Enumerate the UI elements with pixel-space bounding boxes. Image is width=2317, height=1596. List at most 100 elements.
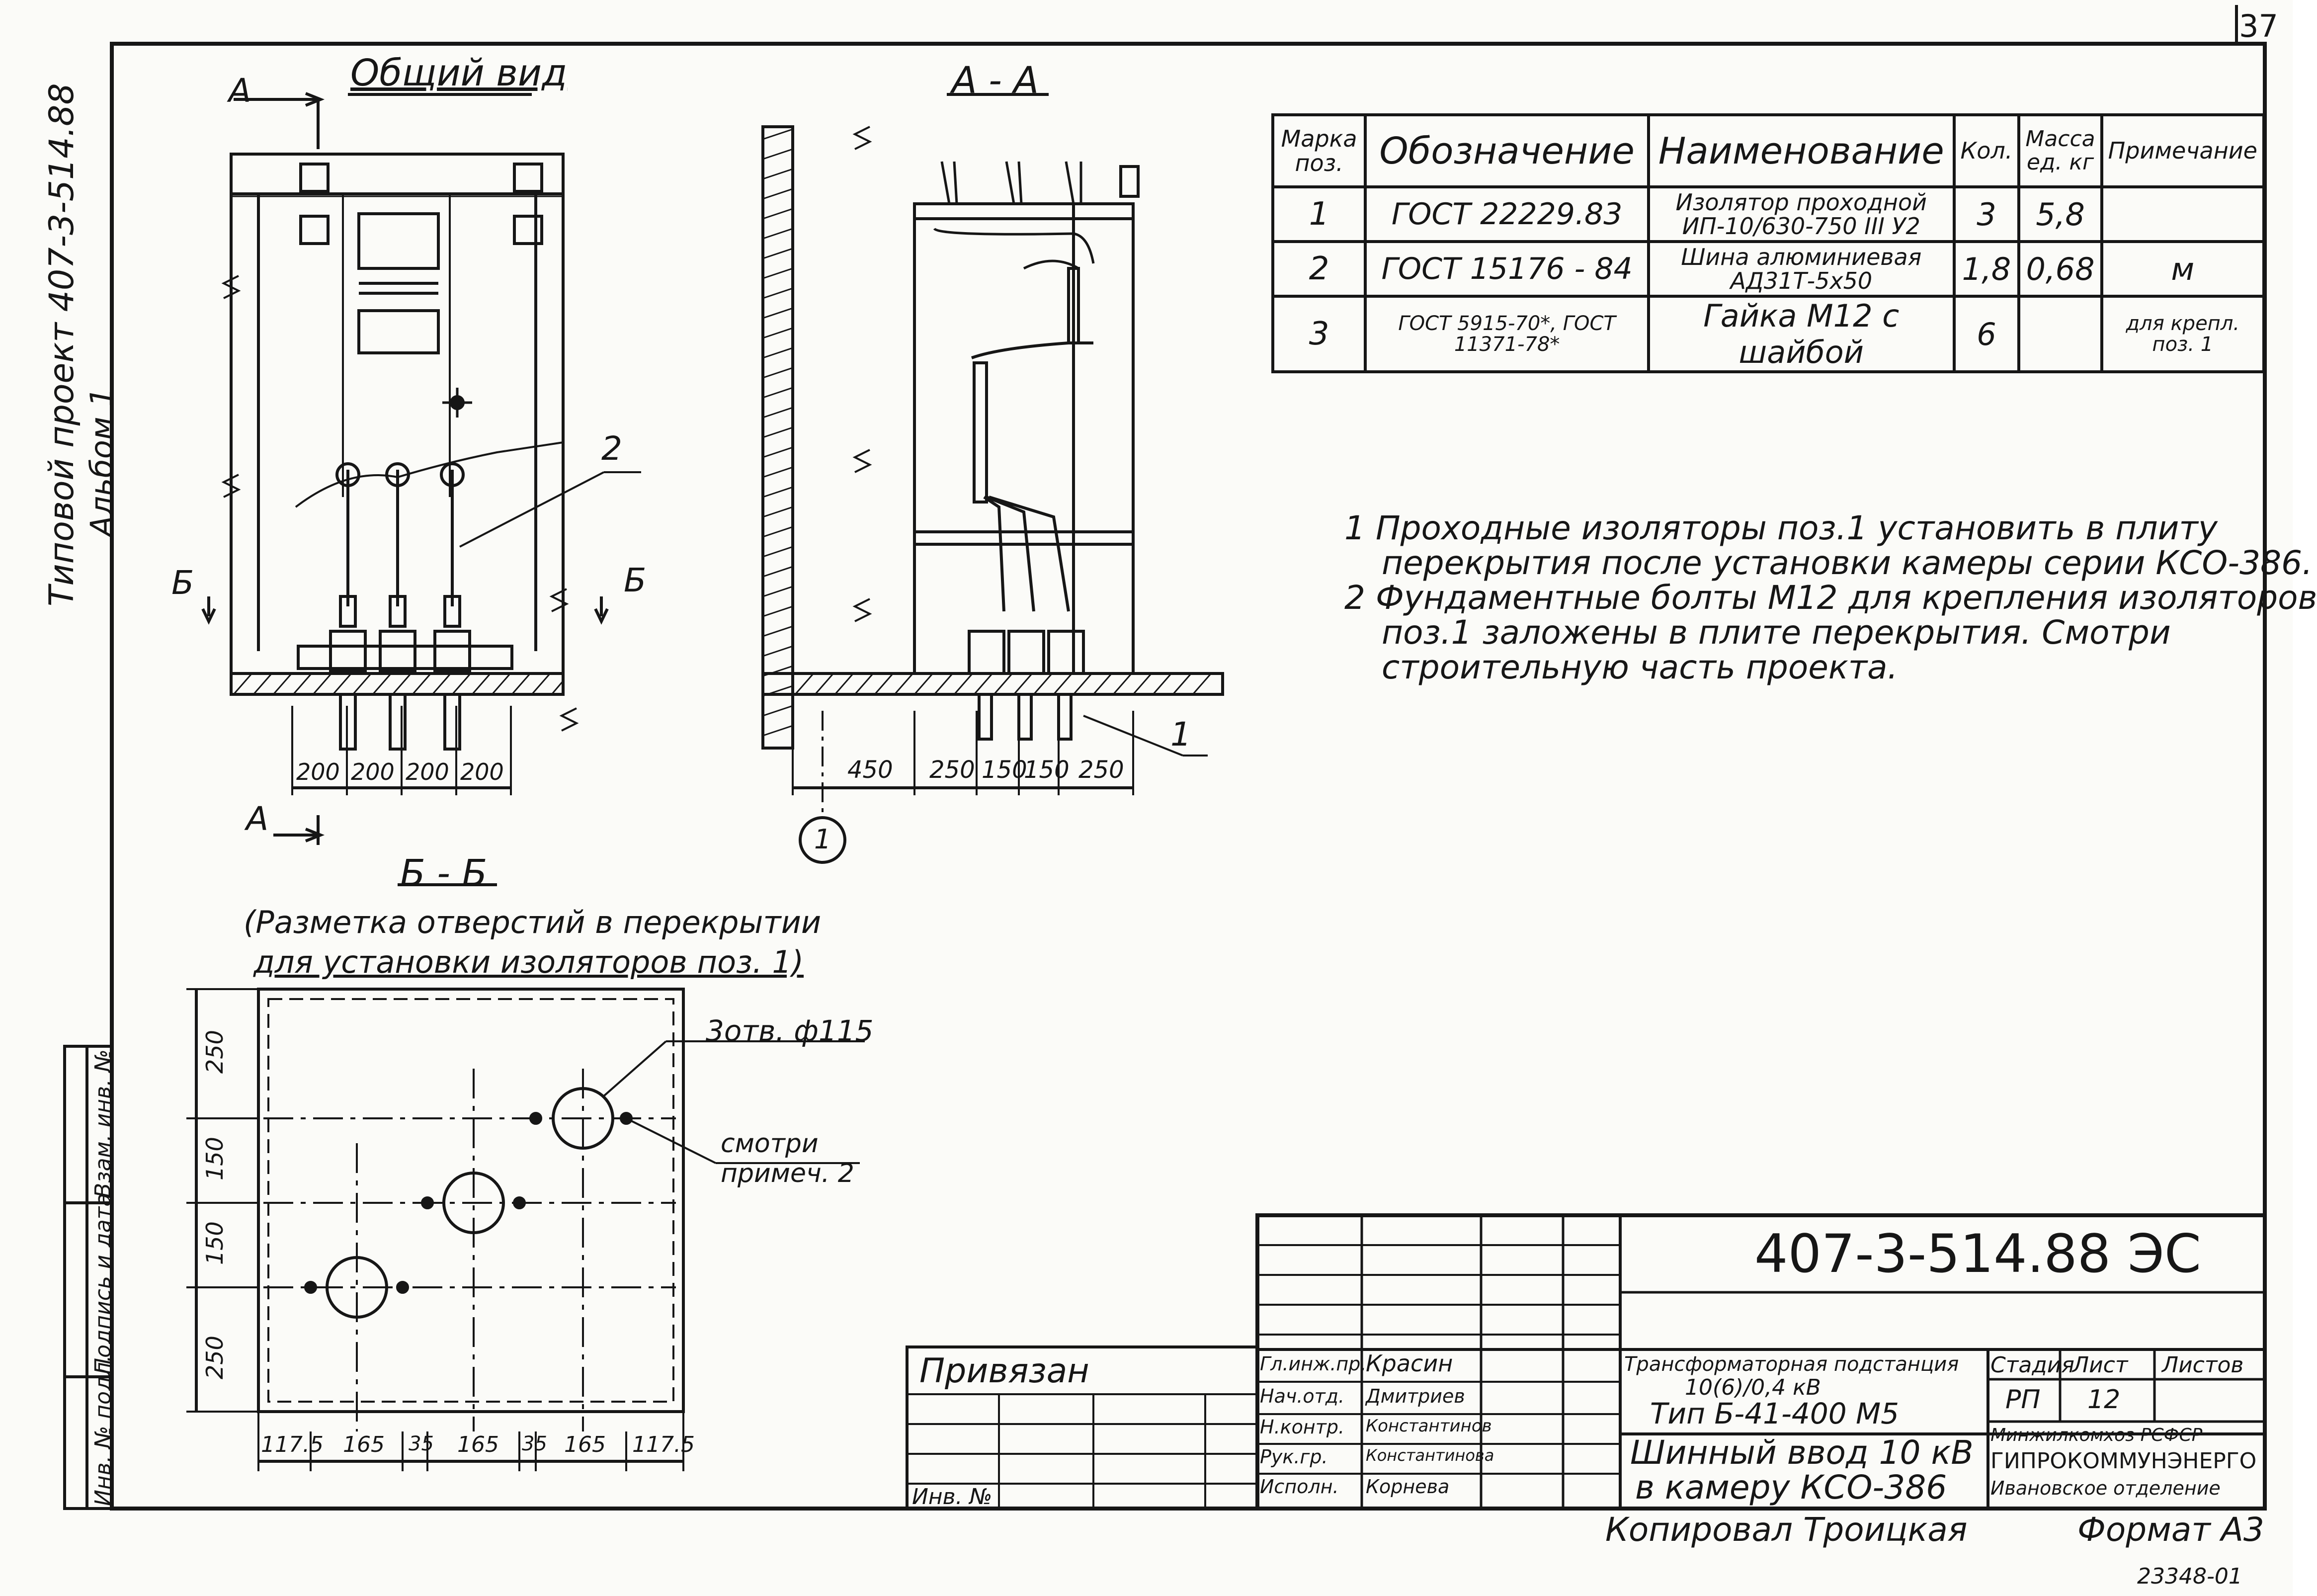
hdim-6: 165 [564, 1432, 606, 1457]
section-bb-title: Б - Б [400, 852, 488, 895]
dim-150-1: 150 [982, 756, 1027, 784]
format-label: Формат А3 [2077, 1511, 2264, 1549]
row1-qty: 3 [1952, 185, 2021, 243]
header-note: Примечание [2100, 113, 2266, 188]
dim-150-2: 150 [1024, 756, 1070, 784]
vdim-250-top: 250 [201, 1030, 228, 1074]
privyazan-label: Привязан [919, 1351, 1089, 1391]
inventory-cell-replace: Взам. инв. № [90, 1049, 116, 1198]
row2-mass: 0,68 [2017, 240, 2103, 298]
inv-no-label: Инв. № [912, 1484, 993, 1510]
dim-250-right: 250 [1078, 756, 1124, 784]
header-qty: Кол. [1952, 113, 2021, 188]
role-3: Н.контр. [1260, 1416, 1345, 1438]
role-4: Рук.гр. [1260, 1446, 1328, 1468]
table-row: 1 ГОСТ 22229.83 Изолятор проходной ИП-10… [1271, 185, 2266, 243]
hdim-4: 165 [457, 1432, 499, 1457]
inventory-cell-inv: Инв. № подл. [90, 1355, 116, 1506]
row2-pos: 2 [1271, 240, 1367, 298]
org-line-1: Минжилкомхоз РСФСР [1990, 1425, 2203, 1445]
sheet-title-2: в камеру КСО-386 [1635, 1468, 1947, 1507]
archive-number: 23348-01 [2137, 1564, 2242, 1589]
name-2: Дмитриев [1366, 1385, 1465, 1407]
project-line-1: Трансформаторная подстанция [1624, 1353, 1959, 1376]
dim-450: 450 [847, 756, 893, 784]
row1-note [2100, 185, 2266, 243]
axis-marker-1: 1 [814, 824, 831, 855]
table-row: 2 ГОСТ 15176 - 84 Шина алюминиевая АД31Т… [1271, 240, 2266, 298]
header-pos: Марка поз. [1271, 113, 1367, 188]
note-line-5: строительную часть проекта. [1382, 648, 1898, 686]
note-line-2: перекрытия после установки камеры серии … [1382, 544, 2313, 582]
row3-pos: 3 [1271, 295, 1367, 373]
sheet-title-1: Шинный ввод 10 кВ [1630, 1433, 1974, 1472]
vdim-150-2: 150 [201, 1221, 228, 1265]
hdim-1: 117.5 [261, 1432, 324, 1457]
project-line-3: Тип Б-41-400 М5 [1650, 1397, 1900, 1430]
row3-note: для крепл. поз. 1 [2100, 295, 2266, 373]
row1-name: Изолятор проходной ИП-10/630-750 III У2 [1647, 185, 1956, 243]
spec-header-row: Марка поз. Обозначение Наименование Кол.… [1271, 113, 2266, 188]
note-ref-1: смотри [721, 1129, 819, 1159]
row3-qty: 6 [1952, 295, 2021, 373]
note-line-4: поз.1 заложены в плите перекрытия. Смотр… [1382, 613, 2171, 652]
cut-mark-b-right: Б [624, 561, 647, 599]
row1-designation: ГОСТ 22229.83 [1364, 185, 1651, 243]
header-designation: Обозначение [1364, 113, 1651, 188]
header-mass: Масса ед. кг [2017, 113, 2103, 188]
hdim-5: 35 [522, 1432, 547, 1455]
drawing-code: 407-3-514.88 ЭС [1754, 1223, 2201, 1284]
hole-label: 3отв. ф115 [706, 1014, 874, 1048]
inventory-cell-sign: Подпись и дата [90, 1193, 116, 1374]
row1-mass: 5,8 [2017, 185, 2103, 243]
dim-200-4: 200 [460, 758, 504, 785]
header-name: Наименование [1647, 113, 1956, 188]
callout-2: 2 [601, 429, 622, 468]
table-row: 3 ГОСТ 5915-70*, ГОСТ 11371-78* Гайка М1… [1271, 295, 2266, 373]
row2-designation: ГОСТ 15176 - 84 [1364, 240, 1651, 298]
section-mark-a-top: А [229, 72, 251, 110]
row3-name: Гайка М12 с шайбой [1647, 295, 1956, 373]
project-line-2: 10(6)/0,4 кВ [1685, 1375, 1821, 1400]
section-aa-drawing [761, 93, 1224, 864]
row3-mass [2017, 295, 2103, 373]
name-4: Константинова [1366, 1446, 1494, 1465]
stage-label: Стадия [1990, 1352, 2074, 1378]
page-number: 37 [2239, 8, 2278, 44]
title-block-lines [906, 1213, 2267, 1511]
copied-by: Копировал Троицкая [1605, 1511, 1968, 1549]
page-number-box [2235, 5, 2265, 45]
general-view-drawing [201, 92, 641, 845]
sheets-label: Листов [2162, 1352, 2244, 1378]
note-line-1: 1 Проходные изоляторы поз.1 установить в… [1344, 509, 2218, 547]
name-1: Красин [1366, 1350, 1453, 1377]
row2-note: м [2100, 240, 2266, 298]
specification-table: Марка поз. Обозначение Наименование Кол.… [1271, 113, 2266, 373]
row1-pos: 1 [1271, 185, 1367, 243]
section-bb-caption-2: для установки изоляторов поз. 1) [253, 944, 804, 980]
vdim-250-bottom: 250 [201, 1336, 228, 1379]
row2-qty: 1,8 [1952, 240, 2021, 298]
sheet-label: Лист [2072, 1352, 2128, 1378]
stage-value: РП [2005, 1385, 2041, 1415]
name-3: Константинов [1366, 1416, 1492, 1436]
side-label-album: Альбом 1 [83, 387, 120, 537]
dim-250-left: 250 [929, 756, 975, 784]
note-ref-2: примеч. 2 [721, 1159, 854, 1188]
hdim-2: 165 [343, 1432, 385, 1457]
section-mark-a-bottom: А [246, 800, 269, 838]
row3-designation: ГОСТ 5915-70*, ГОСТ 11371-78* [1364, 295, 1651, 373]
dim-200-3: 200 [406, 758, 449, 785]
cut-mark-b-left: Б [171, 564, 194, 602]
hdim-7: 117.5 [632, 1432, 695, 1457]
role-2: Нач.отд. [1260, 1385, 1345, 1407]
section-bb-caption-1: (Разметка отверстий в перекрытии [244, 904, 822, 940]
name-5: Корнева [1366, 1476, 1450, 1498]
inventory-strip [63, 1045, 113, 1510]
section-aa-title: А - А [952, 59, 1039, 102]
hdim-3: 35 [409, 1432, 434, 1455]
general-view-title: Общий вид [350, 52, 568, 94]
sheet-value: 12 [2087, 1385, 2121, 1415]
